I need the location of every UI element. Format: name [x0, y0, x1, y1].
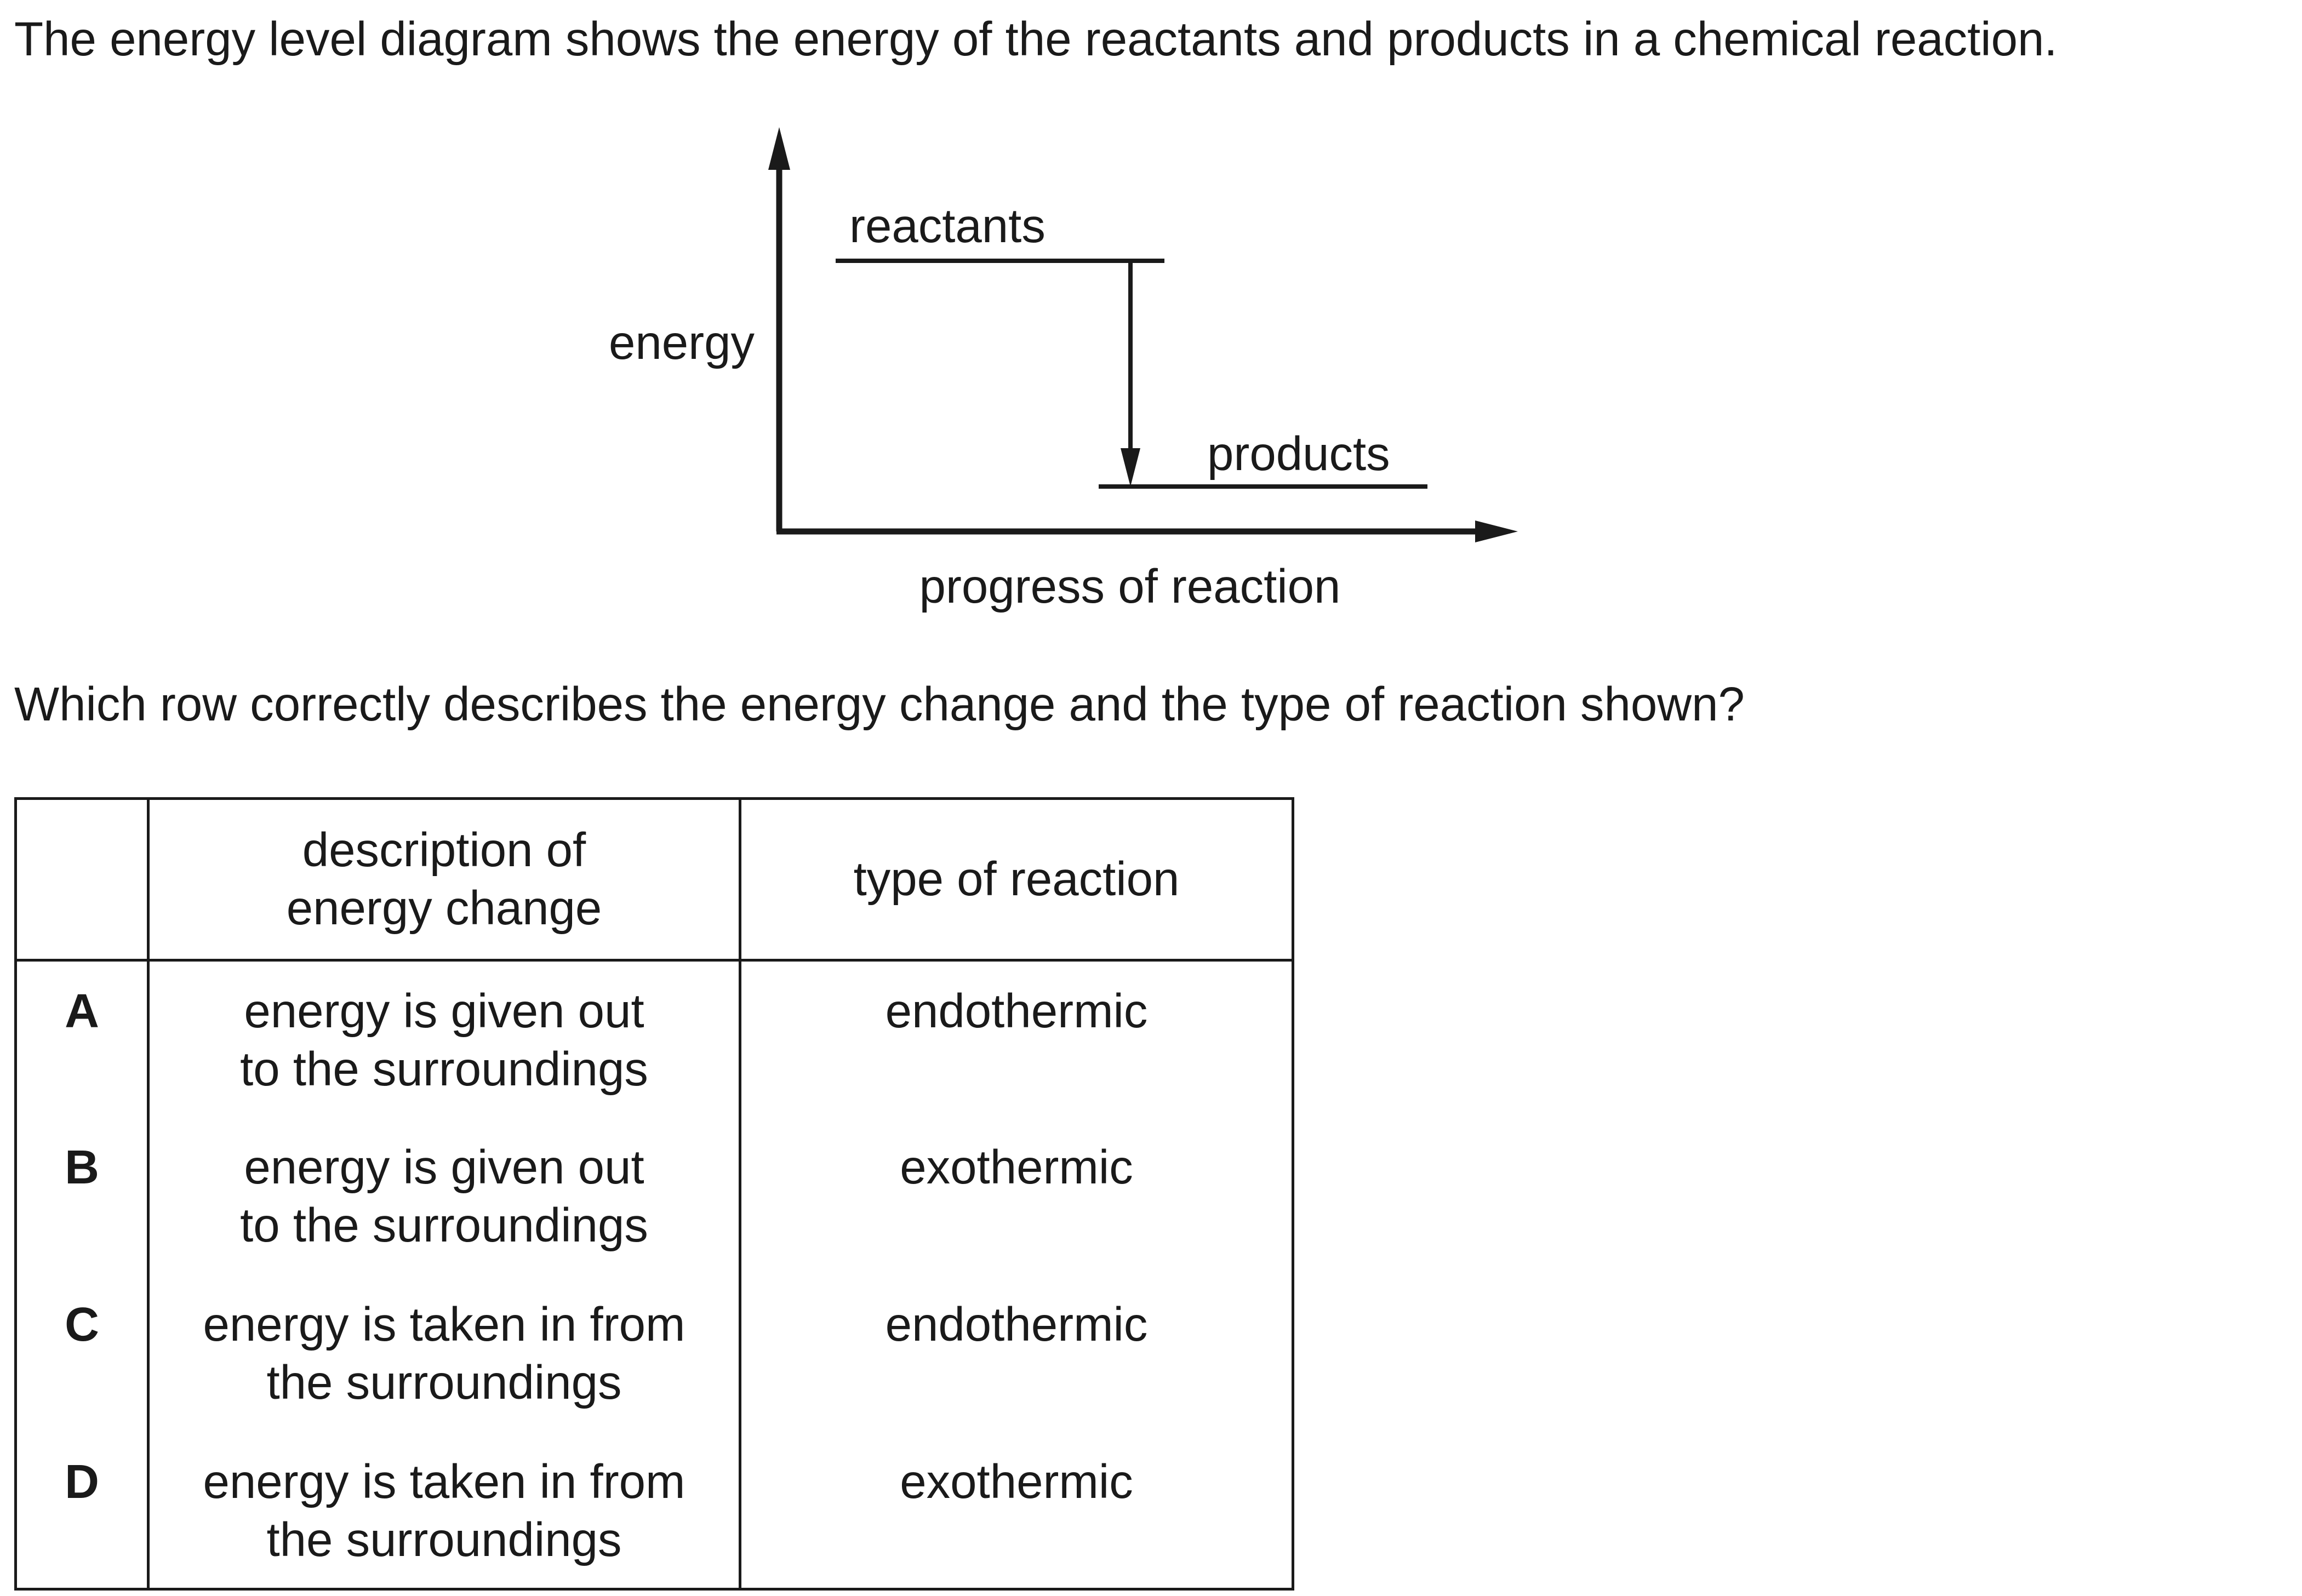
- header-description-line: description of: [302, 823, 586, 877]
- table-row-c[interactable]: C energy is taken in from the surroundin…: [15, 1274, 1293, 1432]
- table-header-row: description of energy change type of rea…: [15, 798, 1293, 962]
- y-axis-label: energy: [609, 316, 755, 369]
- table-row-a[interactable]: A energy is given out to the surrounding…: [15, 960, 1293, 1118]
- row-description-line: to the surroundings: [240, 1043, 648, 1096]
- row-description: energy is taken in from the surroundings: [148, 1274, 741, 1432]
- row-letter: B: [15, 1117, 150, 1275]
- row-description: energy is given out to the surroundings: [148, 1117, 741, 1275]
- header-letter-cell: [15, 798, 150, 962]
- question-prompt: Which row correctly describes the energy…: [14, 678, 1745, 731]
- row-letter: A: [15, 960, 150, 1118]
- row-description-line: energy is given out: [244, 1140, 644, 1194]
- row-description-line: the surroundings: [266, 1355, 622, 1409]
- row-description-line: energy is given out: [244, 985, 644, 1038]
- header-description-line: energy change: [286, 882, 602, 935]
- row-description: energy is taken in from the surroundings: [148, 1432, 741, 1589]
- table-row-b[interactable]: B energy is given out to the surrounding…: [15, 1117, 1293, 1275]
- energy-level-diagram: reactants products energy progress of re…: [609, 127, 1518, 613]
- x-axis-arrowhead: [1475, 520, 1518, 542]
- row-description-line: energy is taken in from: [203, 1297, 686, 1351]
- row-description-line: the surroundings: [266, 1513, 622, 1566]
- row-description-line: energy is taken in from: [203, 1455, 686, 1508]
- y-axis-arrowhead: [768, 127, 790, 170]
- header-type: type of reaction: [740, 798, 1293, 962]
- energy-change-arrowhead: [1121, 448, 1140, 487]
- table-row-d[interactable]: D energy is taken in from the surroundin…: [15, 1432, 1293, 1589]
- row-letter: C: [15, 1274, 150, 1432]
- answer-table: description of energy change type of rea…: [14, 797, 1294, 1591]
- row-type: exothermic: [900, 1140, 1133, 1194]
- row-type: endothermic: [885, 1297, 1148, 1351]
- question-intro: The energy level diagram shows the energ…: [14, 13, 2058, 66]
- row-description-line: to the surroundings: [240, 1198, 648, 1252]
- row-type: endothermic: [885, 985, 1148, 1038]
- row-letter: D: [15, 1432, 150, 1589]
- products-label: products: [1207, 427, 1390, 480]
- row-type: exothermic: [900, 1455, 1133, 1508]
- x-axis-label: progress of reaction: [919, 560, 1341, 613]
- reactants-label: reactants: [849, 199, 1046, 253]
- header-description: description of energy change: [148, 798, 741, 962]
- row-description: energy is given out to the surroundings: [148, 960, 741, 1118]
